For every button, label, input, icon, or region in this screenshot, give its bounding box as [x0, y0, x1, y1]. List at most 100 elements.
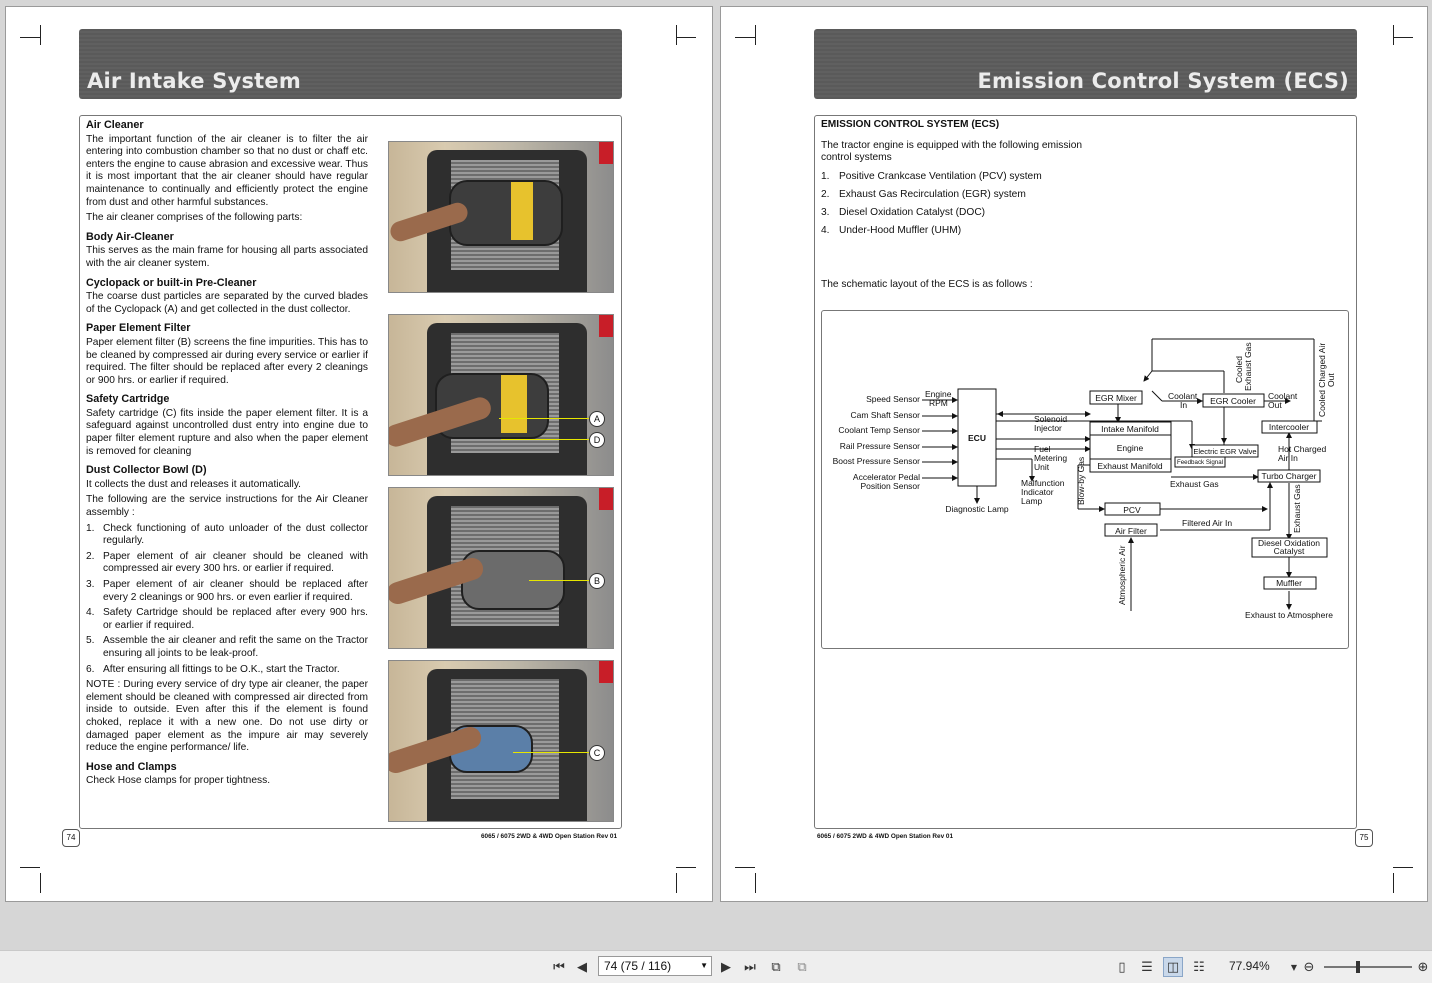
label-exhaust-manifold: Exhaust Manifold: [1097, 461, 1162, 471]
content-frame: [79, 115, 622, 829]
label-filtered-air-in: Filtered Air In: [1182, 518, 1232, 528]
list-item: 1.Check functioning of auto unloader of …: [86, 523, 368, 548]
single-page-view-icon[interactable]: ▯: [1118, 959, 1126, 975]
content-frame: [814, 115, 1357, 829]
crop-mark: [676, 867, 696, 868]
schematic-labels: ECU Engine RPM Speed Sensor Cam Shaft Se…: [833, 342, 1336, 620]
chevron-down-icon[interactable]: ▼: [700, 961, 708, 970]
zoom-slider[interactable]: [1324, 961, 1412, 973]
label-cam-shaft-sensor: Cam Shaft Sensor: [851, 410, 921, 420]
list-item: 3.Diesel Oxidation Catalyst (DOC): [821, 207, 1341, 225]
continuous-facing-view-icon[interactable]: ☷: [1193, 959, 1205, 975]
viewer-toolbar: ⏮ ◀ 74 (75 / 116) ▼ ▶ ⏭ ⧉ ⧉ ▯ ☰ ◫ ☷ 77.9…: [0, 950, 1432, 983]
list-number: 3.: [821, 206, 830, 218]
paragraph: The air cleaner comprises of the followi…: [86, 212, 303, 224]
continuous-view-icon[interactable]: ☰: [1141, 959, 1153, 975]
label-cooled: Cooled: [1234, 356, 1244, 383]
muffler-box: [1263, 576, 1317, 590]
paragraph: Paper element filter (B) screens the fin…: [86, 336, 368, 386]
paragraph: The coarse dust particles are separated …: [86, 291, 368, 315]
section-banner: Emission Control System (ECS): [814, 29, 1357, 99]
yellow-band: [501, 375, 527, 433]
label-pcv: PCV: [1123, 505, 1141, 515]
list-text: Safety Cartridge should be replaced afte…: [103, 607, 368, 631]
air-cleaner-text: Air Cleaner The important function of th…: [86, 119, 368, 791]
list-item: 4. Safety Cartridge should be replaced af…: [86, 607, 368, 632]
label-muffler: Muffler: [1276, 578, 1302, 588]
list-text: Under-Hood Muffler (UHM): [839, 224, 962, 236]
label-malfunction: Malfunction: [1021, 478, 1065, 488]
label-electric-egr-valve: Electric EGR Valve: [1193, 447, 1256, 456]
label-exhaust-gas-vertical: Exhaust Gas: [1292, 484, 1302, 533]
previous-page-icon[interactable]: ◀: [577, 959, 587, 975]
photo-air-cleaner-body: [388, 141, 614, 293]
schematic-caption: The schematic layout of the ECS is as fo…: [821, 279, 1033, 290]
red-corner: [599, 315, 613, 337]
leader-line: [529, 580, 591, 581]
list-number: 5.: [86, 635, 95, 647]
service-steps: 1.Check functioning of auto unloader of …: [86, 523, 368, 677]
page-field-value: 74 (75 / 116): [604, 959, 672, 973]
crop-mark: [1393, 25, 1394, 45]
list-text: Paper element of air cleaner should be r…: [103, 579, 368, 603]
page-number: 74: [62, 829, 80, 847]
label-exhaust-gas: Exhaust Gas: [1170, 479, 1219, 489]
list-item: 1.Positive Crankcase Ventilation (PCV) s…: [821, 171, 1341, 189]
heading-air-cleaner: Air Cleaner: [86, 119, 144, 131]
label-engine-block: Engine: [1117, 443, 1144, 453]
label-fuel: Fuel: [1034, 444, 1051, 454]
zoom-slider-handle[interactable]: [1356, 961, 1360, 973]
page-75: Emission Control System (ECS) EMISSION C…: [720, 6, 1428, 902]
label-cooled-charged-out: Out: [1326, 373, 1336, 387]
zoom-level[interactable]: 77.94%: [1229, 959, 1270, 973]
air-filter-box: [1104, 523, 1158, 537]
document-viewport[interactable]: Air Intake System Air Cleaner The import…: [0, 0, 1432, 950]
heading-dust-collector: Dust Collector Bowl (D): [86, 464, 207, 477]
list-number: 2.: [821, 188, 830, 200]
list-item: 5. Assemble the air cleaner and refit the…: [86, 635, 368, 660]
label-indicator: Indicator: [1021, 487, 1054, 497]
next-page-icon[interactable]: ▶: [721, 959, 731, 975]
doc-box: [1251, 537, 1328, 558]
label-cooled-charged-air: Cooled Charged Air: [1317, 343, 1327, 417]
page-74: Air Intake System Air Cleaner The import…: [5, 6, 713, 902]
label-engine: Engine: [925, 389, 952, 399]
fit-width-icon[interactable]: ⧉: [797, 959, 807, 975]
label-blow-by-gas: Blow-by Gas: [1076, 457, 1086, 505]
crop-mark: [676, 873, 677, 893]
label-speed-sensor: Speed Sensor: [866, 394, 920, 404]
crop-mark: [755, 873, 756, 893]
crop-mark: [1393, 867, 1413, 868]
photo-safety-cartridge: C: [388, 660, 614, 822]
label-coolant-temp-sensor: Coolant Temp Sensor: [838, 425, 920, 435]
crop-mark: [20, 37, 40, 38]
page-number-field[interactable]: 74 (75 / 116) ▼: [598, 956, 712, 976]
ecu-box: [957, 388, 997, 487]
list-number: 4.: [86, 607, 95, 619]
schematic-boxes: [957, 388, 1328, 590]
last-page-icon[interactable]: ⏭: [744, 959, 756, 975]
list-item: 2.Exhaust Gas Recirculation (EGR) system: [821, 189, 1341, 207]
list-text: Assemble the air cleaner and refit the s…: [103, 635, 368, 659]
filter-housing: [449, 180, 563, 246]
intercooler-box: [1261, 420, 1318, 434]
zoom-in-icon[interactable]: ⊕: [1417, 959, 1429, 975]
list-text: Check functioning of auto unloader of th…: [103, 522, 368, 547]
zoom-dropdown-icon[interactable]: ▼: [1290, 962, 1298, 972]
callout-d: D: [589, 432, 605, 448]
callout-a: A: [589, 411, 605, 427]
crop-mark: [1393, 37, 1413, 38]
label-ecu: ECU: [968, 433, 986, 443]
list-item: 2.Paper element of air cleaner should be…: [86, 551, 368, 576]
label-rail-pressure-sensor: Rail Pressure Sensor: [840, 441, 920, 451]
facing-pages-view-icon[interactable]: ◫: [1163, 957, 1183, 977]
red-corner: [599, 142, 613, 164]
list-text: Positive Crankcase Ventilation (PCV) sys…: [839, 170, 1042, 182]
callout-b: B: [589, 573, 605, 589]
label-unit: Unit: [1034, 462, 1050, 472]
first-page-icon[interactable]: ⏮: [553, 959, 565, 975]
yellow-band: [511, 182, 533, 240]
photo-paper-element: B: [388, 487, 614, 649]
fit-page-icon[interactable]: ⧉: [771, 959, 781, 975]
zoom-out-icon[interactable]: ⊖: [1303, 959, 1315, 975]
